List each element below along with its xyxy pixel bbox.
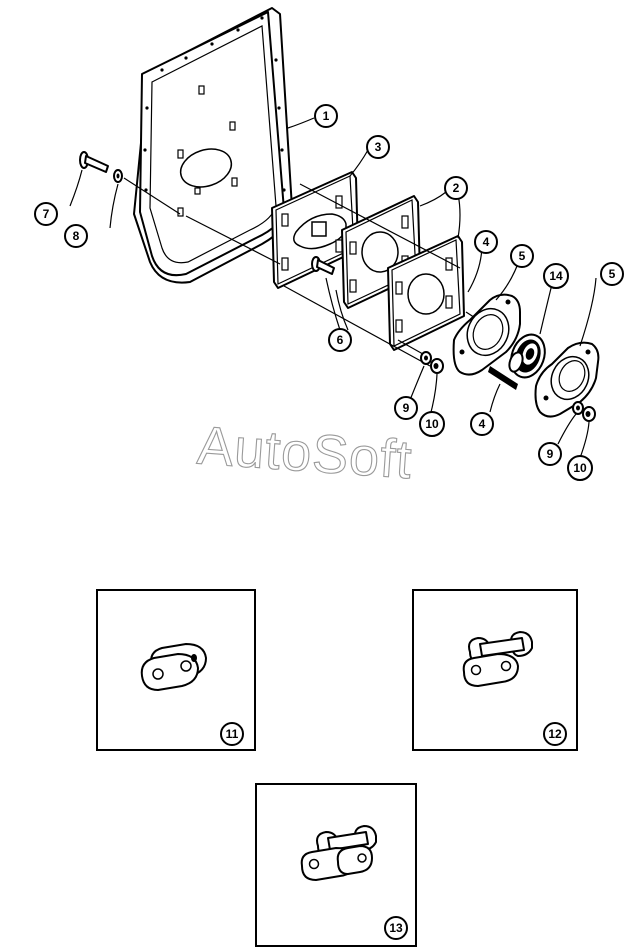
lock-washer-9-left (420, 351, 432, 365)
mounting-panel (133, 7, 293, 284)
callout-4-lower: 4 (470, 412, 494, 436)
callout-8: 8 (64, 224, 88, 248)
callout-4-upper: 4 (474, 230, 498, 254)
svg-text:14: 14 (549, 269, 563, 283)
svg-text:6: 6 (337, 333, 344, 347)
svg-text:1: 1 (323, 109, 330, 123)
lock-washer-9-right (572, 401, 584, 415)
key-4 (488, 366, 518, 390)
callout-10-right: 10 (567, 455, 593, 481)
callout-2: 2 (444, 176, 468, 200)
svg-text:10: 10 (573, 461, 587, 475)
callout-1: 1 (314, 104, 338, 128)
callout-14: 14 (543, 263, 569, 289)
plate-2-front (387, 235, 465, 351)
svg-text:5: 5 (609, 267, 616, 281)
chain-link-open-pins (300, 825, 377, 881)
svg-text:5: 5 (519, 249, 526, 263)
callout-13: 13 (389, 921, 403, 935)
svg-text:4: 4 (483, 235, 490, 249)
callout-3: 3 (366, 135, 390, 159)
callout-9-left: 9 (394, 396, 418, 420)
callout-9-right: 9 (538, 442, 562, 466)
flange-bearing-housing-5-left (452, 293, 521, 376)
callout-5-right: 5 (600, 262, 624, 286)
inset-box-11: 11 (96, 589, 256, 751)
svg-text:10: 10 (425, 417, 439, 431)
callout-12: 12 (548, 727, 562, 741)
svg-text:3: 3 (375, 140, 382, 154)
svg-text:2: 2 (453, 181, 460, 195)
chain-link-with-pins (462, 631, 533, 687)
callout-5-left: 5 (510, 244, 534, 268)
bolt-6 (311, 256, 335, 275)
svg-text:7: 7 (43, 207, 50, 221)
svg-text:4: 4 (479, 417, 486, 431)
svg-text:8: 8 (73, 229, 80, 243)
bearing-14 (508, 333, 546, 379)
callout-11: 11 (226, 727, 239, 741)
nut-10-left (430, 358, 444, 374)
callout-10-left: 10 (419, 411, 445, 437)
washer-8 (113, 169, 123, 183)
carriage-bolt-7 (79, 151, 109, 173)
watermark-text: AutoSoft (195, 415, 414, 490)
callout-6: 6 (328, 328, 352, 352)
inset-box-13: 13 (255, 783, 417, 947)
inset-box-12: 12 (412, 589, 578, 751)
chain-connecting-link (140, 643, 207, 691)
nut-10-right (582, 406, 596, 422)
flange-bearing-housing-5-right (534, 341, 600, 418)
svg-text:9: 9 (403, 401, 410, 415)
callout-7: 7 (34, 202, 58, 226)
svg-text:9: 9 (547, 447, 554, 461)
